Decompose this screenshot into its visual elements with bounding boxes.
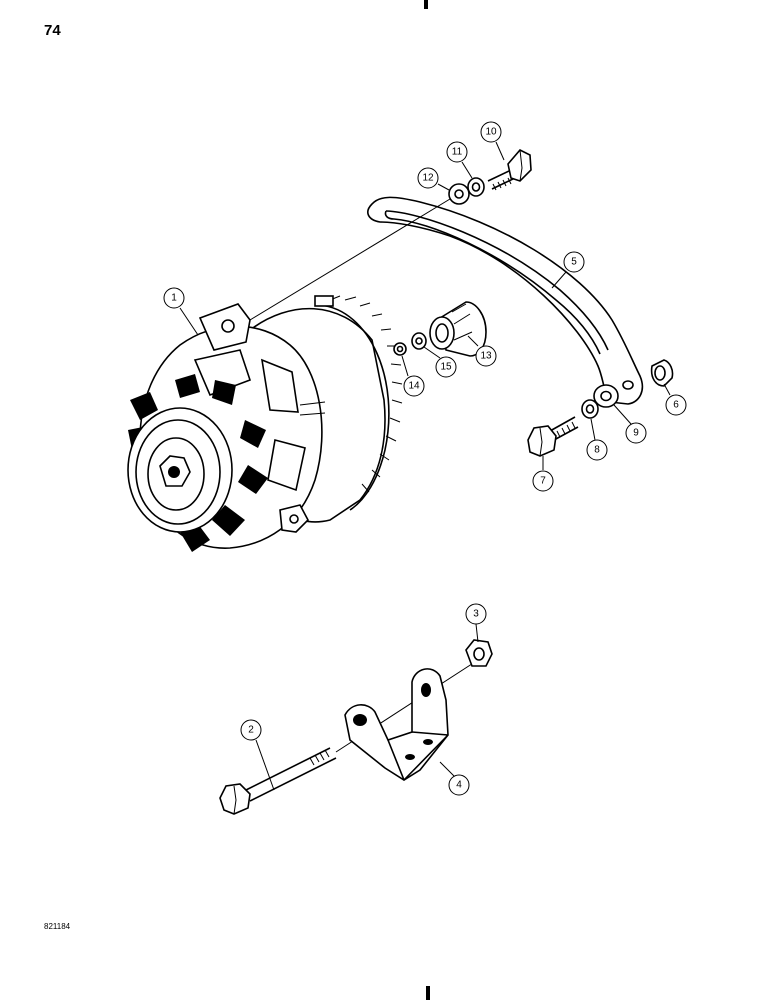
callout-14: 14 [401,355,425,397]
callout-5: 5 [551,251,585,289]
svg-text:6: 6 [673,400,679,411]
callout-12: 12 [417,167,450,191]
mounting-bracket-drawing [344,668,449,781]
callout-1: 1 [163,287,199,336]
svg-text:13: 13 [480,351,492,362]
svg-text:5: 5 [571,257,577,268]
svg-text:12: 12 [422,173,434,184]
svg-text:9: 9 [633,428,639,439]
bolt-drawing [527,416,579,457]
callout-8: 8 [586,418,608,461]
callout-13: 13 [467,335,497,367]
callout-4: 4 [439,761,470,796]
upper-flat-washer-drawing [448,183,470,205]
svg-text:14: 14 [408,381,420,392]
upper-bolt-drawing [487,149,532,191]
bottom-registration-mark [426,986,430,1000]
svg-text:11: 11 [452,147,463,158]
long-bolt-drawing [219,747,337,815]
top-registration-mark [424,0,428,9]
callout-9: 9 [613,404,647,444]
small-lock-washer-drawing [393,342,407,356]
svg-text:1: 1 [171,293,177,304]
lock-washer-drawing [581,399,599,419]
nut-drawing [465,639,493,667]
svg-text:10: 10 [485,127,497,138]
adjusting-strap-drawing [367,196,644,405]
callout-10: 10 [480,121,505,161]
svg-text:8: 8 [594,445,600,456]
figure-code: 821184 [44,922,71,931]
callout-3: 3 [465,603,487,643]
callout-2: 2 [240,719,275,791]
svg-text:7: 7 [540,476,546,487]
svg-text:2: 2 [248,725,254,736]
upper-lock-washer-drawing [467,177,485,197]
upper-assembly-line [249,198,451,321]
bushing-drawing [429,301,487,357]
flat-washer-drawing [593,384,619,408]
svg-text:4: 4 [456,780,462,791]
svg-text:3: 3 [473,609,479,620]
page-number: 74 [44,22,61,39]
small-nut-drawing [411,332,427,350]
alternator-drawing [127,295,403,552]
spacer-drawing [650,359,674,387]
callout-6: 6 [663,383,687,416]
callout-7: 7 [532,456,554,492]
callout-11: 11 [446,141,473,179]
svg-text:15: 15 [440,362,452,373]
callout-15: 15 [423,346,457,378]
